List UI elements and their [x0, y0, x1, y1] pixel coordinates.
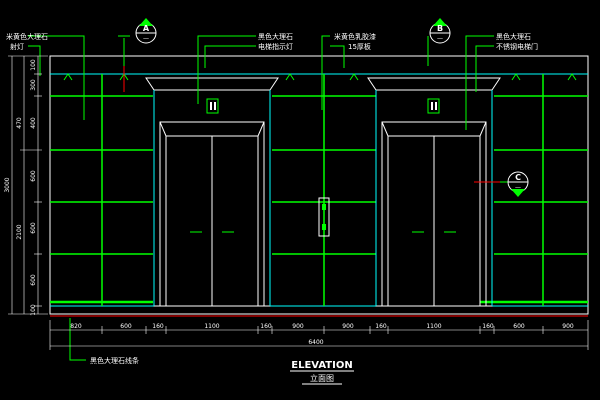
dim-left-5: 600 [30, 222, 37, 234]
dim-bottom-9: 1100 [426, 323, 441, 330]
dim-left-total: 3000 [4, 177, 11, 192]
dim-bottom-3: 160 [152, 323, 164, 330]
spotlights [63, 73, 577, 81]
dim-left-6: 600 [30, 274, 37, 286]
title: ELEVATION [291, 360, 352, 371]
dim-bottom-12: 900 [562, 323, 574, 330]
section-mark-a-letter: A [143, 24, 150, 33]
dim-bottom-total: 6400 [308, 339, 323, 346]
callout-center-right-2: 15厚板 [348, 42, 371, 51]
elevator-indicator-a [206, 98, 219, 114]
callout-center-left-1: 黑色大理石 [258, 32, 293, 41]
dim-left-group-2: 2100 [16, 224, 23, 239]
section-mark-a-code: — [143, 35, 149, 42]
section-marks: A — B — C — [135, 18, 529, 197]
section-mark-c-letter: C [515, 173, 521, 182]
dim-bottom-2: 600 [120, 323, 132, 330]
section-mark-b: B — [429, 18, 451, 44]
callout-left-top-1: 米黄色大理石 [6, 32, 48, 41]
callout-bottom: 黑色大理石线条 [90, 356, 139, 365]
dim-left-7: 100 [30, 304, 37, 316]
call-button-panel [318, 197, 330, 237]
callout-right-top-2: 不锈钢电梯门 [496, 42, 538, 51]
section-mark-c: C — [507, 171, 529, 197]
red-marks [50, 66, 588, 317]
section-mark-b-code: — [437, 35, 443, 42]
callout-right-top-1: 黑色大理石 [496, 32, 531, 41]
dim-left-4: 600 [30, 170, 37, 182]
dim-left-1: 100 [30, 59, 37, 71]
wall-panel-grid [50, 74, 588, 306]
elevator-a [145, 77, 279, 307]
spotlight-icon [63, 73, 73, 81]
elevator-indicator-b [427, 98, 440, 114]
dim-left-group-1: 470 [16, 117, 23, 129]
dim-bottom-4: 1100 [204, 323, 219, 330]
callout-center-left-2: 电梯指示灯 [258, 42, 293, 51]
left-dimensions: 3000 470 2100 100 300 400 600 600 600 10… [4, 55, 48, 316]
dim-bottom-1: 820 [70, 323, 82, 330]
spotlight-icon [285, 73, 295, 81]
spotlight-icon [511, 73, 521, 81]
section-mark-c-code: — [515, 184, 521, 191]
dim-bottom-10: 160 [482, 323, 494, 330]
leader-lines [28, 35, 508, 361]
dim-left-2: 300 [30, 79, 37, 91]
callout-center-right-1: 米黄色乳胶漆 [334, 32, 376, 41]
dim-bottom-6: 900 [292, 323, 304, 330]
spotlight-icon [567, 73, 577, 81]
section-mark-b-letter: B [437, 24, 443, 33]
wall-frame [49, 55, 589, 315]
drawing-title: ELEVATION 立面图 [290, 360, 354, 385]
callout-left-top-2: 射灯 [10, 42, 24, 51]
dim-left-3: 400 [30, 117, 37, 129]
subtitle: 立面图 [310, 373, 334, 383]
bottom-dimensions: 820 600 160 1100 160 900 900 160 1100 16… [49, 320, 589, 350]
spotlight-icon [349, 73, 359, 81]
section-mark-a: A — [135, 18, 157, 44]
callout-labels: 米黄色大理石 射灯 黑色大理石 电梯指示灯 米黄色乳胶漆 15厚板 黑色大理石 … [6, 32, 538, 365]
dim-bottom-7: 900 [342, 323, 354, 330]
dim-bottom-11: 600 [513, 323, 525, 330]
dim-bottom-8: 160 [375, 323, 387, 330]
elevator-b [367, 77, 501, 307]
dim-bottom-5: 160 [260, 323, 272, 330]
